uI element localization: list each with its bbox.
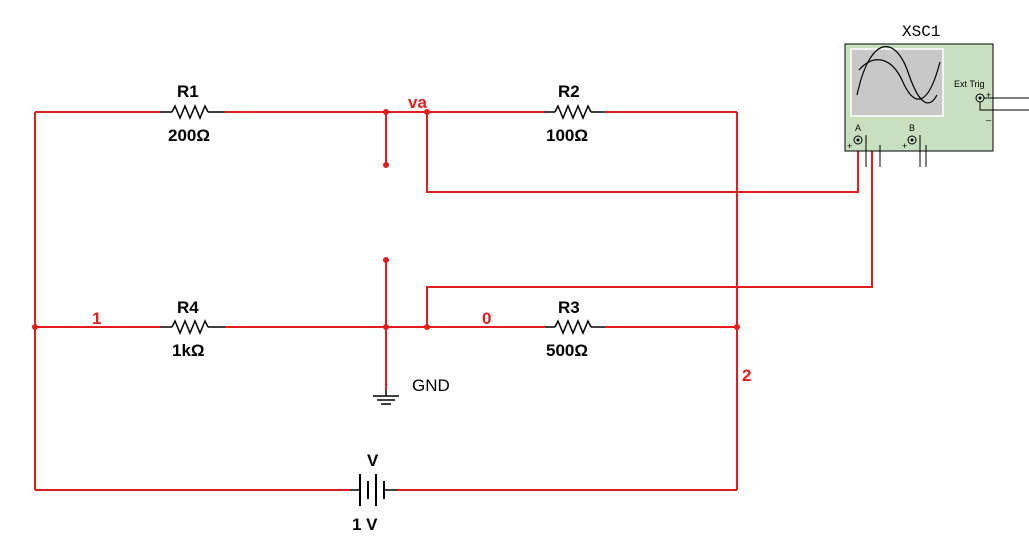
- sine-wave-icon: [858, 59, 941, 100]
- battery-label: V: [367, 451, 379, 470]
- channel-b-label: B: [909, 123, 915, 133]
- resistor-r3[interactable]: R3 500Ω: [545, 298, 605, 360]
- resistor-r1[interactable]: R1 200Ω: [160, 82, 225, 145]
- channel-b-minus: _: [929, 141, 936, 151]
- ground-label: GND: [412, 376, 450, 395]
- scope-name: XSC1: [902, 23, 940, 41]
- wires: [34, 111, 873, 491]
- channel-a-minus: _: [875, 141, 882, 151]
- net-label-0: 0: [482, 309, 491, 328]
- wire-probe-a-minus[interactable]: [426, 145, 873, 327]
- r2-value: 100Ω: [546, 126, 588, 145]
- battery-v[interactable]: V 1 V: [350, 451, 397, 534]
- resistor-r4[interactable]: R4 1kΩ: [160, 298, 225, 360]
- junction-dot: [734, 324, 740, 330]
- sine-wave-icon: [856, 46, 938, 104]
- net-label-2: 2: [742, 366, 751, 385]
- junction-dot: [424, 324, 430, 330]
- oscilloscope-xsc1[interactable]: XSC1 Ext Trig + _ A + _ B + _: [844, 23, 1029, 167]
- scope-screen: [850, 48, 944, 117]
- r2-label: R2: [558, 82, 580, 101]
- r4-label: R4: [177, 298, 199, 317]
- junction-dot: [383, 109, 389, 115]
- r3-label: R3: [558, 298, 580, 317]
- battery-value: 1 V: [352, 515, 378, 534]
- r1-label: R1: [177, 82, 199, 101]
- junction-dot: [32, 324, 38, 330]
- r3-value: 500Ω: [546, 341, 588, 360]
- junction-dot: [424, 109, 430, 115]
- r4-value: 1kΩ: [172, 341, 205, 360]
- channel-a-terminal[interactable]: [853, 135, 863, 145]
- wire-probe-a[interactable]: [426, 112, 859, 193]
- ext-trig-label: Ext Trig: [954, 79, 985, 89]
- channel-b-terminal[interactable]: [907, 135, 917, 145]
- resistor-r2[interactable]: R2 100Ω: [545, 82, 605, 145]
- junction-dot: [383, 324, 389, 330]
- net-label-va: va: [408, 93, 427, 112]
- junction-dot: [383, 257, 389, 263]
- channel-a-label: A: [855, 123, 861, 133]
- net-label-1: 1: [92, 309, 101, 328]
- ext-trig-plus: +: [986, 90, 991, 100]
- r1-value: 200Ω: [168, 126, 210, 145]
- channel-b-plus: +: [902, 141, 907, 151]
- junction-dot: [383, 162, 389, 168]
- ext-trig-minus: _: [985, 111, 992, 121]
- ground-symbol[interactable]: GND: [373, 376, 450, 405]
- junctions: [32, 109, 740, 330]
- channel-a-plus: +: [847, 141, 852, 151]
